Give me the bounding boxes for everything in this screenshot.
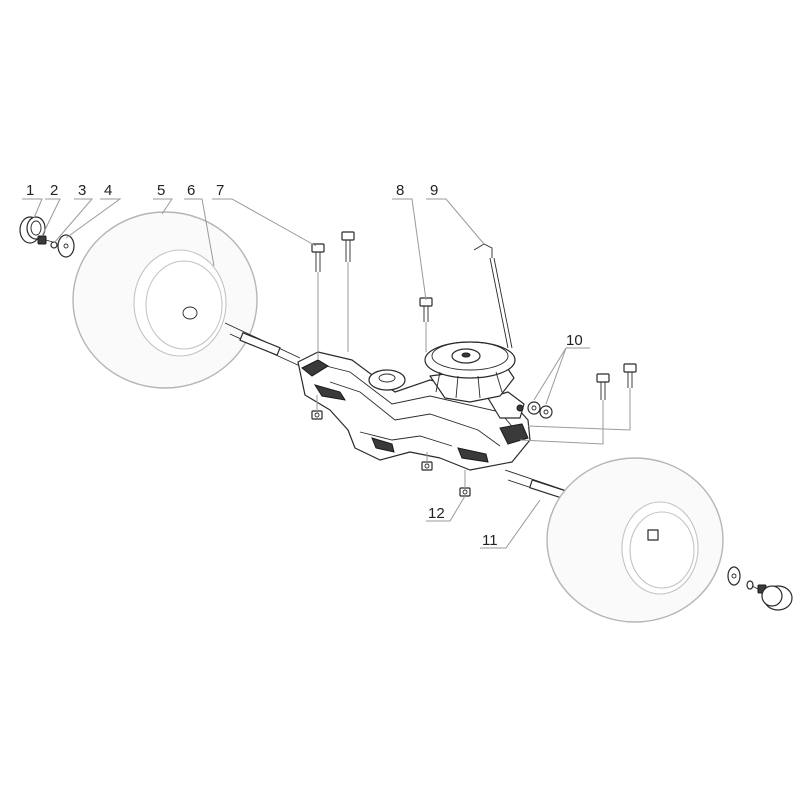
leader-7 <box>212 198 317 247</box>
left-axle-bolt <box>37 235 57 245</box>
bypass-rod <box>473 243 513 349</box>
callout-4: 4 <box>104 182 112 199</box>
leader-12 <box>426 495 466 522</box>
callout-6: 6 <box>187 182 195 199</box>
left-flat-washer <box>57 234 75 258</box>
callout-1: 1 <box>26 182 34 199</box>
callout-leaders <box>22 198 590 549</box>
leader-5 <box>153 198 173 215</box>
right-wheel <box>546 457 724 623</box>
side-bolt <box>623 363 637 388</box>
right-hub <box>647 529 659 541</box>
rubber-grommet <box>539 405 553 419</box>
mounting-bolt <box>341 231 355 262</box>
pulley-bolt <box>419 297 433 322</box>
left-lock-washer <box>50 241 58 249</box>
rubber-grommet <box>527 401 541 415</box>
leader-1 <box>22 198 43 219</box>
right-flat-washer <box>727 566 741 586</box>
right-hubcap <box>761 585 793 611</box>
leader-9 <box>426 198 485 245</box>
left-rim <box>145 260 223 350</box>
leader-4 <box>65 198 122 239</box>
callout-9: 9 <box>430 182 438 199</box>
transaxle-housing <box>297 351 531 471</box>
left-hub <box>182 306 198 320</box>
leader-3 <box>53 198 94 244</box>
callout-5: 5 <box>157 182 165 199</box>
flange-nut <box>459 487 471 497</box>
left-axle-shaft <box>224 322 301 367</box>
mounting-bolt <box>311 243 325 272</box>
leader-11 <box>480 499 541 549</box>
callout-11: 11 <box>482 532 498 549</box>
side-bolt <box>596 373 610 400</box>
input-pulley <box>424 341 516 403</box>
left-wheel <box>72 211 258 389</box>
callout-8: 8 <box>396 182 404 199</box>
leader-8 <box>392 198 427 301</box>
leader-10b <box>545 347 567 405</box>
right-axle-shaft <box>504 469 571 501</box>
callout-10: 10 <box>566 332 583 349</box>
left-hubcap <box>19 216 46 244</box>
callout-7: 7 <box>216 182 224 199</box>
right-lock-washer <box>746 580 754 590</box>
leader-6 <box>184 198 215 267</box>
leader-10a <box>533 347 590 401</box>
leader-2 <box>41 198 61 237</box>
callout-2: 2 <box>50 182 58 199</box>
callout-3: 3 <box>78 182 86 199</box>
callout-labels: 1 2 3 4 5 6 7 8 9 10 11 12 <box>26 182 583 549</box>
callout-12: 12 <box>428 505 445 522</box>
right-rim <box>629 511 695 589</box>
flange-nut <box>311 410 323 420</box>
flange-nut <box>421 461 433 471</box>
